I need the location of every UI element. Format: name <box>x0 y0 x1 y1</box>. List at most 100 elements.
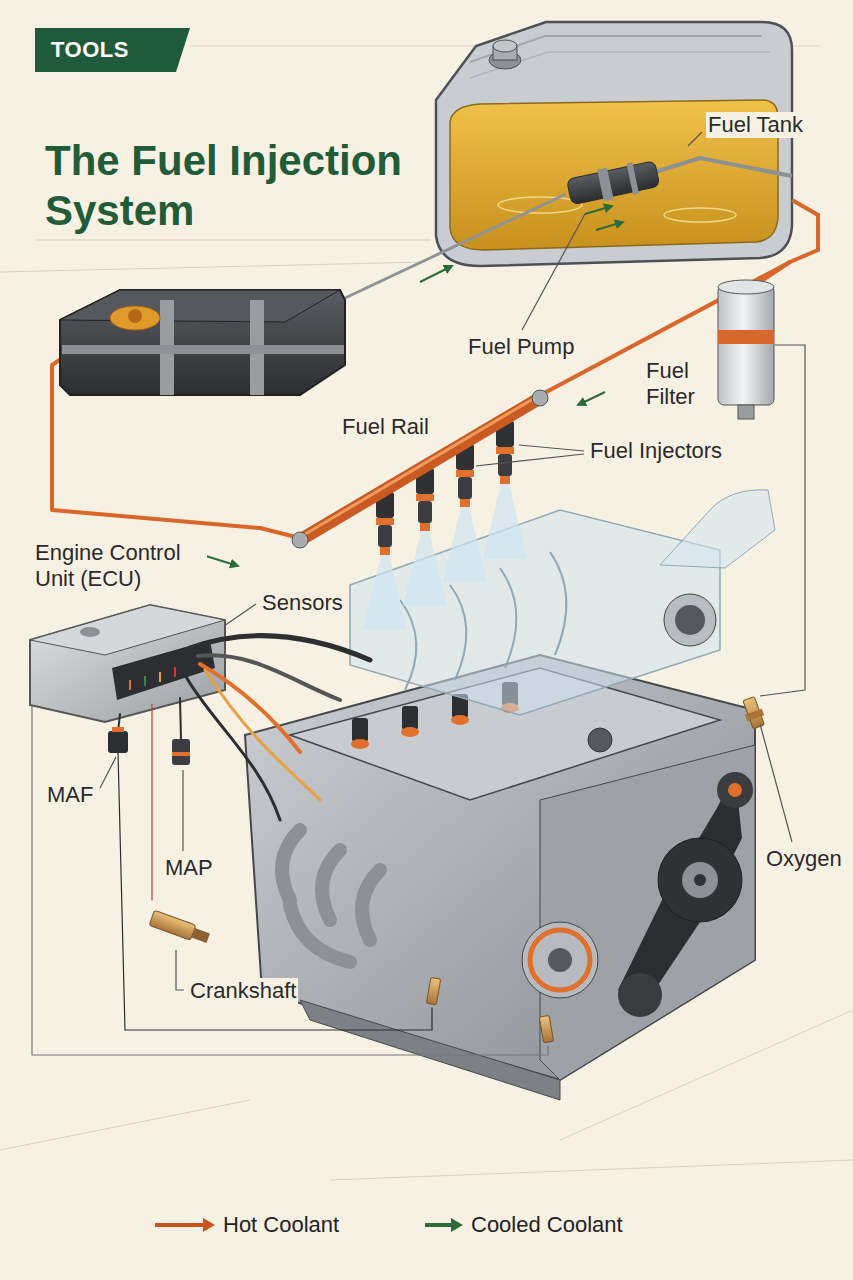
fuel-injector <box>416 494 434 501</box>
sensor <box>149 910 211 946</box>
engine <box>352 718 368 742</box>
part-label: Oxygen <box>764 846 844 872</box>
fuel-rail <box>532 390 548 406</box>
sensor <box>740 696 767 730</box>
sensor <box>743 697 765 729</box>
engine <box>450 585 466 680</box>
engine <box>618 973 662 1017</box>
fuel-filter <box>718 280 774 419</box>
canister <box>128 309 142 323</box>
sensor <box>172 739 190 765</box>
canister <box>62 345 344 354</box>
canister <box>110 306 160 330</box>
leader-line <box>476 454 584 466</box>
wiring-harness <box>180 698 181 740</box>
ecu <box>129 680 131 690</box>
engine <box>717 772 753 808</box>
fuel-injector <box>418 501 432 523</box>
construction-lines <box>35 240 430 241</box>
badge-text: TOOLS <box>51 37 129 63</box>
sensor <box>149 910 196 940</box>
fuel-injector <box>483 484 527 559</box>
engine <box>540 745 755 1080</box>
ecu <box>80 627 100 637</box>
fuel-rail <box>302 396 538 536</box>
ecu <box>159 672 161 682</box>
fuel-tank <box>585 206 612 214</box>
part-label: Fuel Injectors <box>588 438 724 464</box>
engine <box>675 605 705 635</box>
engine <box>282 830 300 900</box>
construction-lines <box>330 1160 853 1180</box>
badge-box: TOOLS <box>35 28 190 72</box>
ecu <box>30 605 225 722</box>
part-label: Fuel Tank <box>706 112 805 138</box>
leader-line <box>476 445 584 466</box>
fuel-injector <box>376 518 394 525</box>
engine <box>728 783 742 797</box>
legend-line <box>155 1223 205 1227</box>
sensor <box>112 727 124 732</box>
engine <box>351 703 519 749</box>
leader-line <box>176 950 184 990</box>
fuel-injector <box>363 492 407 630</box>
fuel-tank <box>626 162 639 195</box>
legend-sample <box>155 1215 217 1235</box>
canister <box>60 290 345 395</box>
wiring-harness <box>118 752 432 1030</box>
fuel-injector <box>380 547 390 555</box>
fuel-tank <box>566 161 659 205</box>
engine <box>694 874 706 886</box>
part-label: MAP <box>163 855 215 881</box>
fuel-tank <box>597 168 613 201</box>
fuel-injector <box>403 531 447 606</box>
sensor <box>108 731 128 753</box>
engine <box>550 552 566 655</box>
fuel-lines <box>760 200 818 282</box>
diagram-title: The Fuel Injection System <box>45 136 435 236</box>
construction-lines <box>0 262 425 272</box>
engine <box>522 922 598 998</box>
fuel-injector <box>458 477 472 499</box>
legend-entry: Hot Coolant <box>155 1212 339 1238</box>
ecu <box>30 605 225 722</box>
part-label: Sensors <box>260 590 345 616</box>
ecu <box>174 667 176 677</box>
fuel-tank <box>470 36 762 62</box>
leader-line <box>522 214 585 330</box>
fuel-rail <box>300 398 540 540</box>
fuel-injector <box>456 470 474 477</box>
fuel-tank <box>655 158 792 176</box>
fuel-filter <box>718 280 774 294</box>
engine <box>660 490 775 568</box>
engine <box>500 568 516 668</box>
wiring-harness <box>118 636 432 1030</box>
fuel-injector <box>443 507 487 582</box>
fuel-tank <box>566 158 661 208</box>
engine <box>362 870 380 940</box>
ecu <box>144 676 146 686</box>
construction-lines <box>0 1100 250 1150</box>
legend-entry: Cooled Coolant <box>425 1212 623 1238</box>
legend-text: Hot Coolant <box>223 1212 339 1238</box>
fuel-injector <box>460 499 470 507</box>
engine <box>350 510 720 715</box>
fuel-tank <box>493 40 517 52</box>
engine <box>451 715 469 725</box>
leader-line <box>100 604 792 990</box>
fuel-injector <box>403 468 447 606</box>
canister <box>60 290 345 395</box>
engine <box>401 727 419 737</box>
fuel-tank <box>664 208 736 222</box>
fuel-rail <box>292 390 548 548</box>
fuel-filter <box>718 285 774 405</box>
sensor-wire <box>32 700 548 1055</box>
part-label: Crankshaft <box>188 978 298 1004</box>
legend-sample <box>425 1215 465 1235</box>
fuel-lines <box>206 556 238 566</box>
engine <box>351 739 369 749</box>
fuel-rail <box>292 532 308 548</box>
engine <box>664 594 716 646</box>
engine <box>548 948 572 972</box>
